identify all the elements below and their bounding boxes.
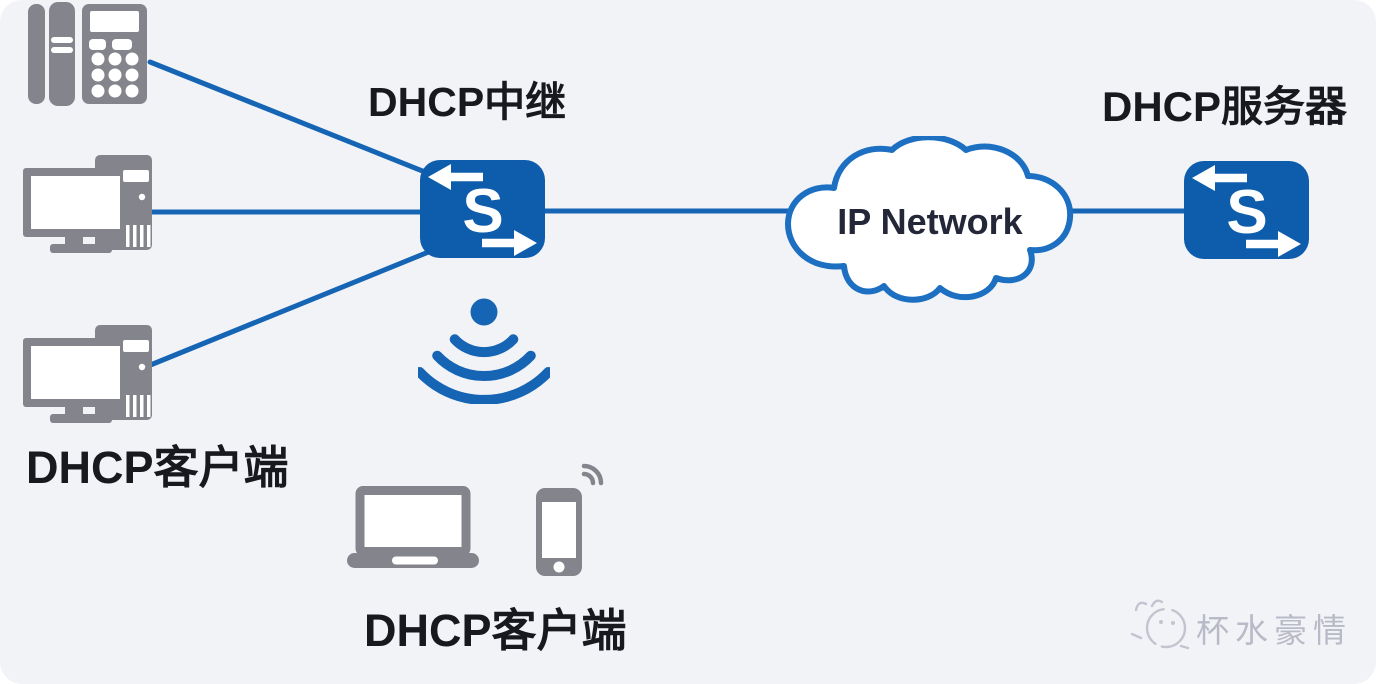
desk-phone-icon xyxy=(28,2,147,106)
switch-icon: S xyxy=(1184,161,1309,259)
label-dhcp-server: DHCP服务器 xyxy=(1102,83,1348,130)
label-dhcp-relay: DHCP中继 xyxy=(368,79,567,125)
wifi-signal-icon xyxy=(418,298,550,404)
smartphone-icon xyxy=(536,463,604,576)
switch-icon: S xyxy=(420,160,545,258)
desktop-pc-icon xyxy=(23,155,152,253)
switch-letter: S xyxy=(1226,178,1267,247)
label-dhcp-clients-bottom: DHCP客户端 xyxy=(364,605,627,656)
wifi-wave-icon xyxy=(581,471,596,486)
label-dhcp-clients-left: DHCP客户端 xyxy=(26,442,289,493)
cloud-label: IP Network xyxy=(837,201,1023,242)
watermark-text: 杯水豪情 xyxy=(1196,612,1352,649)
desktop-pc-icon xyxy=(23,325,152,423)
switch-letter: S xyxy=(462,177,503,246)
arrow-right-icon xyxy=(1246,231,1301,257)
link-pc2-relay xyxy=(145,237,461,369)
arrow-left-icon xyxy=(1192,165,1247,191)
cat-logo-icon xyxy=(1130,599,1190,650)
arrow-right-icon xyxy=(482,230,537,256)
arrow-left-icon xyxy=(428,164,483,190)
wifi-wave-icon xyxy=(581,463,604,486)
network-cloud-icon: IP Network xyxy=(785,136,1074,303)
laptop-icon xyxy=(347,486,479,568)
link-phone-relay xyxy=(147,59,463,189)
